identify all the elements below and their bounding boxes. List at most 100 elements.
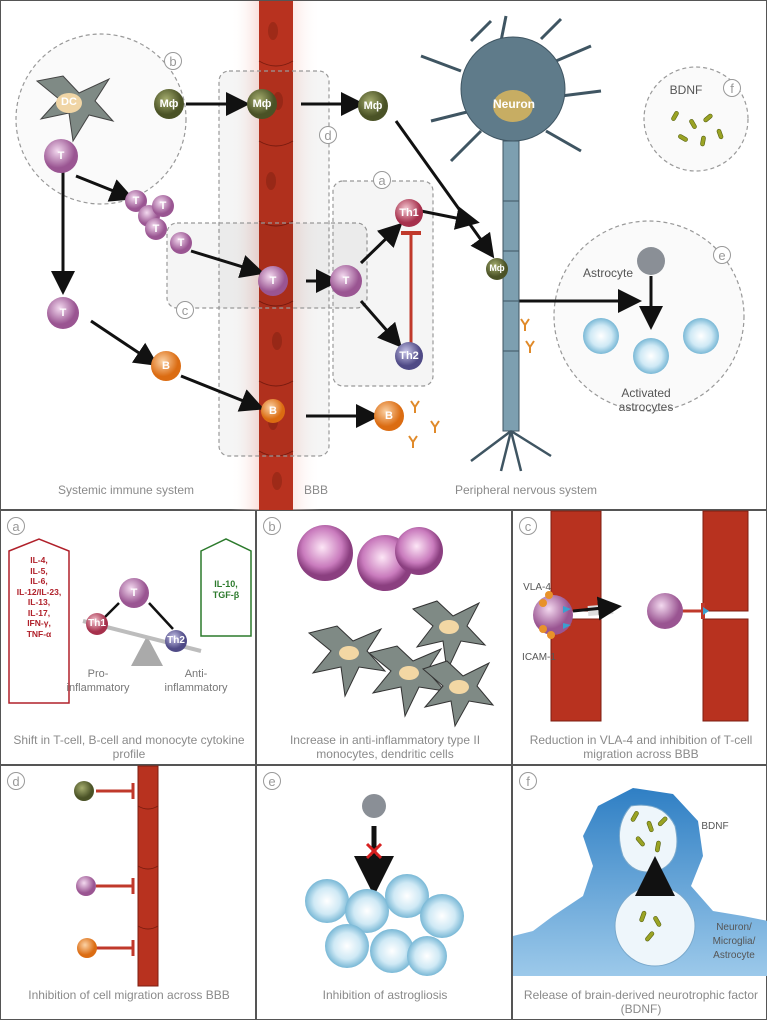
pro-cytokine-item: IL-4, (30, 555, 48, 565)
panel-a-caption: Shift in T-cell, B-cell and monocyte cyt… (13, 733, 245, 761)
t-cell-label: T (57, 150, 65, 162)
dc-label: DC (61, 96, 77, 108)
macrophage-label: Mф (489, 263, 505, 273)
neuron (420, 15, 602, 472)
macrophage-cell (358, 91, 388, 121)
panel-c: c VLA-4 ICAM-1 Reduction in VLA-4 and in… (512, 510, 767, 765)
astrocyte-cell (362, 794, 386, 818)
th2-label: Th2 (167, 635, 185, 646)
bbb-label: BBB (303, 483, 328, 497)
macrophage-label: Mф (159, 98, 179, 110)
panel-a-marker: a (7, 517, 25, 535)
anti-cytokine-item: IL-10, (214, 579, 238, 589)
panel-e: e Inhibition of astrogliosis (256, 765, 512, 1020)
astrocyte-label: Astrocyte (582, 266, 633, 280)
t-label: T (130, 587, 138, 599)
monocyte-cell (297, 525, 353, 581)
t-cell-label: T (132, 195, 140, 207)
t-cell (145, 218, 167, 240)
t-cell (44, 139, 78, 173)
th2-cell (395, 342, 423, 370)
marker-d: d (319, 126, 337, 144)
anti-cytokine-item: TGF-β (212, 590, 240, 600)
icam1-label: ICAM-1 (522, 652, 556, 663)
pro-cytokine-item: TNF-α (26, 628, 52, 639)
panel-c-caption: Reduction in VLA-4 and inhibition of T-c… (529, 733, 753, 761)
marker-e: e (713, 246, 731, 264)
pro-cytokine-item: IL-17, (27, 607, 51, 618)
panel-f-bdnf-label: BDNF (701, 821, 729, 832)
th1-cell (86, 613, 108, 635)
t-cell (76, 876, 96, 896)
panel-f-graphics (513, 788, 767, 976)
marker-c: c (176, 301, 194, 319)
panel-f-source-label: Neuron/ Microglia/ Astrocyte (712, 922, 756, 961)
panel-d: d Inhibition of cell migration across BB… (0, 765, 256, 1020)
pro-cytokine-item: IL-5, (30, 565, 48, 576)
panel-a-graphics (8, 538, 252, 704)
t-cell-label: T (59, 307, 67, 319)
panel-d-marker: d (7, 772, 25, 790)
pns-label: Peripheral nervous system (454, 483, 598, 497)
dendritic-cell (307, 625, 387, 698)
th1-label: Th1 (399, 207, 419, 219)
t-cell (330, 265, 362, 297)
panel-f-caption: Release of brain-derived neurotrophic fa… (523, 988, 759, 1016)
monocyte-cell (395, 527, 443, 575)
anti-inflammatory-cytokine-list: IL-10,TGF-β (201, 579, 251, 601)
panel-e-marker: e (263, 772, 281, 790)
pro-cytokine-item: IL-13, (27, 597, 51, 607)
macrophage-cell (74, 781, 94, 801)
anti-inflammatory-label: Anti-inflammatory (164, 668, 228, 694)
panel-b-graphics (297, 525, 495, 728)
t-cell-label: T (177, 237, 185, 249)
panel-f: f BDNF Neuron/ Microglia/ Astrocyte Rele… (512, 765, 767, 1020)
t-cell-label: T (269, 275, 277, 287)
bdnf-label: BDNF (669, 83, 703, 97)
pro-cytokine-item: IFN-γ, (27, 618, 51, 628)
pro-inflammatory-cytokine-list: IL-4,IL-5,IL-6,IL-12/IL-23,IL-13,IL-17,I… (9, 555, 69, 639)
dendritic-cell (367, 645, 447, 718)
pro-cytokine-item: IL-12/IL-23, (16, 586, 62, 597)
t-cell (170, 232, 192, 254)
main-diagram-panel: DC Mф Mф Mф Mф T T T T T T T T Th1 Th2 B… (0, 0, 767, 511)
main-diagram-graphics (15, 1, 749, 511)
t-cell (125, 190, 147, 212)
t-cell-label: T (152, 223, 160, 235)
panel-d-graphics (74, 765, 159, 987)
b-cell (374, 401, 404, 431)
marker-a: a (373, 171, 391, 189)
t-cell (647, 593, 683, 629)
panel-b-marker: b (263, 517, 281, 535)
b-cell-label: B (385, 410, 393, 422)
macrophage-cell (247, 89, 277, 119)
dendritic-cell (412, 600, 487, 673)
panel-c-graphics (533, 510, 749, 722)
panel-a: a IL-4,IL-5,IL-6,IL-12/IL-23,IL-13,IL-17… (0, 510, 256, 765)
th1-cell (395, 199, 423, 227)
t-cell (258, 266, 288, 296)
b-cell-label: B (269, 405, 277, 417)
macrophage-label: Mф (252, 98, 272, 110)
macrophage-label: Mф (363, 100, 383, 112)
t-cell (47, 297, 79, 329)
pro-inflammatory-label: Pro-inflammatory (66, 668, 130, 694)
t-cell-label: T (342, 275, 350, 287)
b-cell-label: B (162, 360, 170, 372)
panel-d-caption: Inhibition of cell migration across BBB (28, 988, 230, 1002)
t-cell (119, 578, 149, 608)
t-cell-label: T (159, 200, 167, 212)
panel-e-graphics (305, 794, 464, 976)
th1-label: Th1 (88, 618, 106, 629)
panel-f-marker: f (519, 772, 537, 790)
panel-b: b Increase in anti-inflammatory type II … (256, 510, 512, 765)
pro-cytokine-item: IL-6, (30, 576, 48, 586)
panel-b-caption: Increase in anti-inflammatory type II mo… (289, 733, 481, 761)
b-cell (261, 399, 285, 423)
systemic-immune-label: Systemic immune system (57, 483, 195, 497)
vla4-label: VLA-4 (523, 582, 551, 593)
panel-e-caption: Inhibition of astrogliosis (322, 988, 448, 1002)
th2-label: Th2 (399, 350, 419, 362)
th2-cell (165, 630, 187, 652)
macrophage-cell (486, 258, 508, 280)
